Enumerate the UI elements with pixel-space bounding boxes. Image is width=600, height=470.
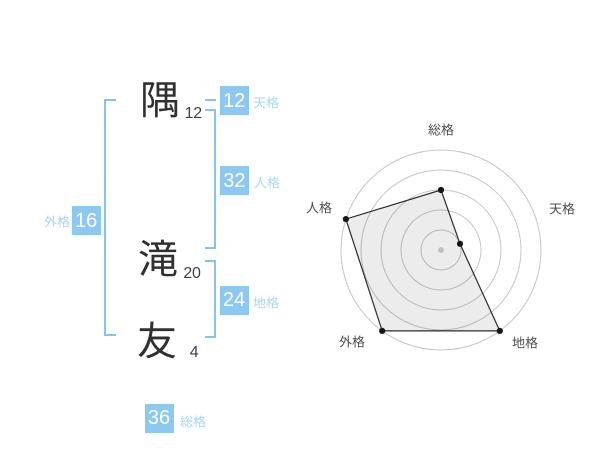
radar-axis-label-tenkaku [549,202,575,215]
stroke-count-char-1: 12 [184,104,203,122]
jinkaku-value-box: 32 [219,166,249,196]
stroke-count-char-2: 20 [183,264,201,282]
stroke-count-char-3: 4 [189,344,199,362]
tenkaku-value: 12 [223,89,246,112]
chikaku-bracket [205,260,217,338]
radar-axis-label-chikaku [512,336,538,349]
gaikaku-value: 16 [74,209,98,232]
gaikaku-value-box: 16 [71,206,101,236]
jinkaku-bracket [205,109,216,249]
soukaku-label [180,415,206,428]
chikaku-value: 24 [222,289,246,311]
chikaku-value-box: 24 [219,285,249,315]
soukaku-value: 36 [147,407,171,430]
name-char-1 [140,79,180,119]
soukaku-value-box: 36 [144,403,174,433]
jinkaku-value: 32 [223,169,246,192]
jinkaku-label [253,176,280,189]
gaikaku-bracket [104,99,117,336]
chikaku-label [253,296,279,309]
tenkaku-label [253,96,279,109]
radar-axis-label-gaikaku [339,335,366,348]
name-char-2 [138,238,178,278]
radar-chart [340,149,542,351]
radar-axis-label-soukaku [428,123,454,136]
tenkaku-value-box: 12 [219,86,249,116]
gaikaku-label [44,215,70,228]
radar-axis-label-jinkaku [306,201,332,214]
tenkaku-tick [205,99,216,102]
name-char-3 [137,320,177,360]
